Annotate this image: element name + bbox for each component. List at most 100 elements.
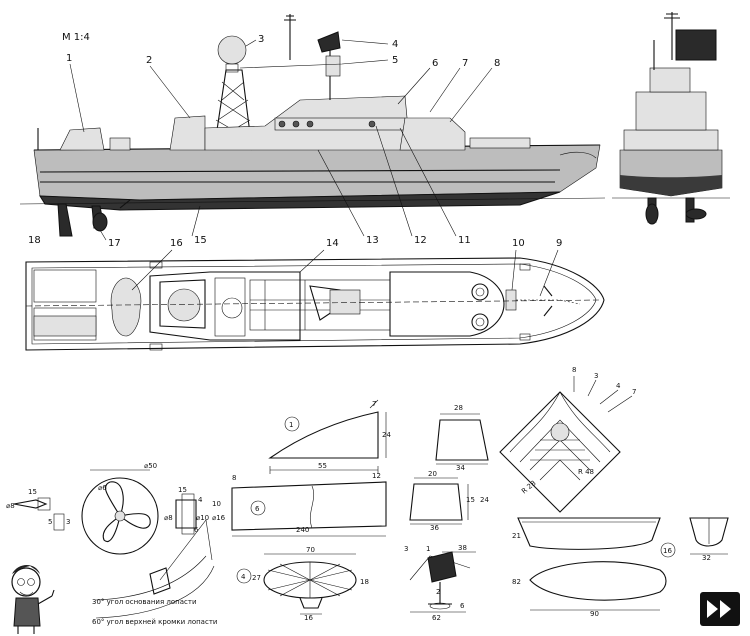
- callout-17: 17: [108, 238, 121, 249]
- dimension-label: 4: [198, 496, 203, 504]
- dimension-label: 70: [306, 546, 315, 554]
- front-superstructure: [635, 91, 707, 131]
- dimension-label: 3: [66, 518, 70, 526]
- aft-deckhouse: [399, 117, 466, 151]
- callout-5: 5: [392, 55, 398, 66]
- dimension-label: R 48: [578, 468, 594, 476]
- blade-base-angle-note: 30° угол основания лопасти: [92, 598, 197, 606]
- callout-8: 8: [494, 58, 500, 69]
- dimension-label: 5: [48, 518, 52, 526]
- dimension-label: 8: [232, 474, 236, 482]
- dimension-label: ⌀8: [6, 502, 15, 510]
- dimension-label: 24: [480, 496, 489, 504]
- part-6-detail: 6 240 8 12: [231, 472, 387, 537]
- dimension-label: 15: [466, 496, 475, 504]
- part-1-detail: 1 55 24 7: [268, 399, 391, 474]
- callout-7: 7: [462, 58, 468, 69]
- dimension-label: 15: [28, 488, 37, 496]
- dimension-label: 62: [432, 614, 441, 622]
- dimension-label: 38: [458, 544, 467, 552]
- dimension-label: ⌀6: [98, 484, 107, 492]
- waterline: [39, 169, 561, 173]
- dimension-label: 20: [428, 470, 437, 478]
- dimension-label: ⌀16: [212, 514, 226, 522]
- propeller: [92, 212, 108, 232]
- dimension-label: 6: [460, 602, 465, 610]
- dimension-label: 7: [372, 400, 376, 408]
- dimension-label: 7: [632, 388, 636, 396]
- callout-16: 16: [170, 238, 183, 249]
- callout-15: 15: [194, 235, 207, 246]
- blade-tip-angle-note: 60° угол верхней кромки лопасти: [92, 618, 217, 626]
- plan-gun-mount: [167, 288, 201, 322]
- dimension-label: 1: [426, 545, 430, 553]
- propeller-disc: [81, 477, 159, 555]
- callout-10: 10: [512, 238, 525, 249]
- dimension-label: ⌀8: [164, 514, 173, 522]
- dimension-label: 16: [663, 547, 672, 555]
- callout-12: 12: [414, 235, 427, 246]
- part-1-end-block: 28 34: [435, 404, 489, 472]
- dimension-label: 4: [241, 573, 246, 581]
- dimension-label: 27: [252, 574, 261, 582]
- part-6-end-block: 20 36 15 24: [409, 470, 489, 532]
- rudder: [57, 203, 73, 237]
- callout-14: 14: [326, 238, 339, 249]
- dimension-label: R 28: [520, 479, 537, 495]
- dimension-label: 1: [289, 421, 293, 429]
- dimension-label: 4: [616, 382, 621, 390]
- plan-view: [25, 257, 605, 351]
- callout-1: 1: [66, 53, 72, 64]
- plan-boat: [110, 277, 142, 337]
- side-elevation: [19, 14, 606, 237]
- antenna-array: [317, 31, 341, 53]
- dimension-label: 82: [512, 578, 521, 586]
- dimension-label: 10: [212, 500, 221, 508]
- deck-outline: [25, 257, 605, 351]
- plan-callouts: 16 14 10 9: [131, 238, 562, 297]
- dimension-label: 12: [372, 472, 381, 480]
- dimension-label: 3: [404, 545, 408, 553]
- radar-dome: [217, 35, 247, 65]
- dimension-label: 6: [255, 505, 260, 513]
- dimension-label: 55: [318, 462, 327, 470]
- dimension-label: 8: [572, 366, 576, 374]
- callout-6: 6: [432, 58, 438, 69]
- dimension-label: 16: [304, 614, 313, 622]
- next-page-button[interactable]: [700, 592, 740, 626]
- mascot-figure: [11, 565, 55, 634]
- fan-antenna-detail: 8 3 4 7 R 48 R 28: [499, 366, 636, 513]
- dimension-label: ⌀50: [144, 462, 157, 470]
- part-16-detail: 21 16 32 90 82: [512, 517, 729, 618]
- dimension-label: 24: [382, 431, 391, 439]
- callout-11: 11: [458, 235, 471, 246]
- callout-13: 13: [366, 235, 379, 246]
- dimension-label: 34: [456, 464, 465, 472]
- front-antenna: [675, 29, 717, 61]
- dimension-label: 90: [590, 610, 599, 618]
- part-4-detail: 4 70 27 18 16: [236, 546, 369, 622]
- dimension-label: 21: [512, 532, 521, 540]
- gun-mount: [169, 115, 206, 151]
- dimension-label: 240: [296, 526, 309, 534]
- propeller-detail: 15 ⌀8 5 3 ⌀50 ⌀6 15 ⌀8 4 ⌀10 ⌀16 10 6 30…: [6, 462, 226, 626]
- mast-assembly-detail: 1 3 2 6 38 62: [404, 544, 476, 622]
- side-callouts: 1 2 3 4 5 6 7 8 18 17 15 13 12 11: [28, 34, 500, 249]
- callout-2: 2: [146, 55, 152, 66]
- front-view: [612, 12, 730, 225]
- dimension-label: ⌀10: [196, 514, 209, 522]
- callout-9: 9: [556, 238, 562, 249]
- dimension-label: 6: [194, 526, 199, 534]
- dimension-label: 3: [594, 372, 598, 380]
- dimension-label: 15: [178, 486, 187, 494]
- forward-deckhouse: [59, 127, 105, 151]
- callout-3: 3: [258, 34, 264, 45]
- dimension-label: 28: [454, 404, 463, 412]
- scale-label: М 1:4: [62, 32, 90, 43]
- dimension-label: 36: [430, 524, 439, 532]
- dimension-label: 18: [360, 578, 369, 586]
- hull-side: [33, 144, 601, 201]
- callout-4: 4: [392, 39, 398, 50]
